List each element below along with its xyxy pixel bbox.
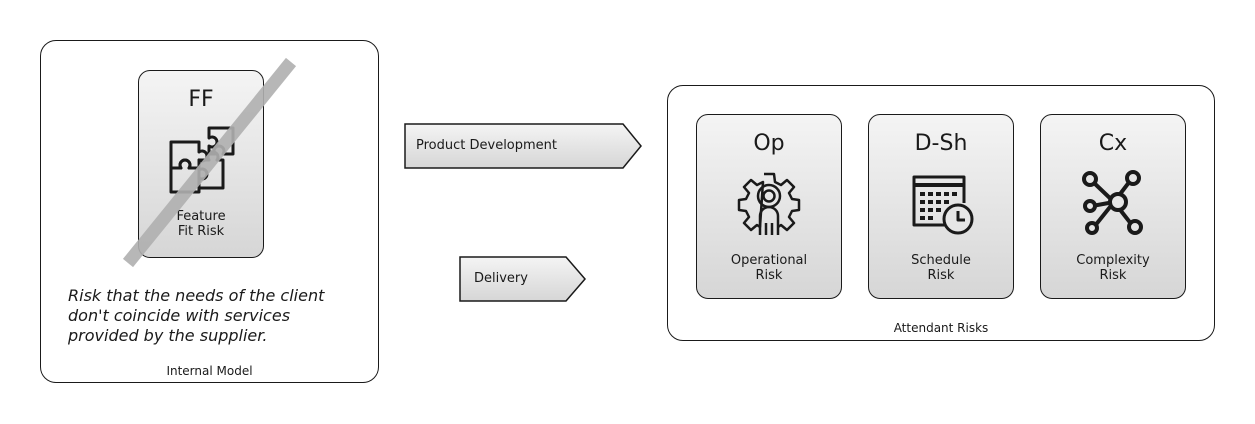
description-line-3: provided by the supplier.: [68, 326, 268, 345]
complexity-risk-name-line1: Complexity: [1076, 253, 1150, 268]
complexity-risk-name: Complexity Risk: [1041, 253, 1185, 283]
schedule-risk-name: Schedule Risk: [869, 253, 1013, 283]
delivery-label: Delivery: [474, 271, 528, 286]
network-icon: [1082, 170, 1143, 235]
description-line-1: Risk that the needs of the client: [68, 286, 325, 305]
complexity-risk-abbr: Cx: [1098, 131, 1128, 156]
schedule-risk-name-line1: Schedule: [911, 253, 971, 268]
complexity-risk-name-line2: Risk: [1099, 268, 1127, 283]
operational-risk-name-line2: Risk: [755, 268, 783, 283]
calendar-clock-icon: [912, 175, 974, 235]
operational-risk-card: Op Operational Risk: [696, 114, 842, 299]
schedule-risk-abbr: D-Sh: [914, 131, 968, 156]
feature-fit-name-line2: Fit Risk: [177, 224, 225, 239]
delivery-arrow: [459, 256, 586, 302]
operational-risk-name-line1: Operational: [730, 253, 808, 268]
product-development-arrow: [404, 123, 642, 169]
feature-fit-name-line1: Feature: [176, 209, 226, 224]
operational-risk-name: Operational Risk: [697, 253, 841, 283]
feature-fit-abbr: FF: [188, 87, 214, 112]
product-development-label: Product Development: [416, 138, 558, 153]
complexity-risk-card: Cx Complexity Risk: [1040, 114, 1186, 299]
operational-risk-abbr: Op: [753, 131, 785, 156]
schedule-risk-card: D-Sh Schedule Risk: [868, 114, 1014, 299]
feature-fit-name: Feature Fit Risk: [139, 209, 263, 239]
description-line-2: don't coincide with services: [68, 306, 291, 325]
internal-model-caption: Internal Model: [166, 364, 253, 378]
schedule-risk-name-line2: Risk: [927, 268, 955, 283]
gear-person-icon: [737, 172, 801, 235]
feature-fit-card: FF Feature Fit Risk: [138, 70, 264, 258]
feature-fit-description: Risk that the needs of the client don't …: [68, 286, 324, 346]
attendant-risks-caption: Attendant Risks: [893, 321, 989, 335]
